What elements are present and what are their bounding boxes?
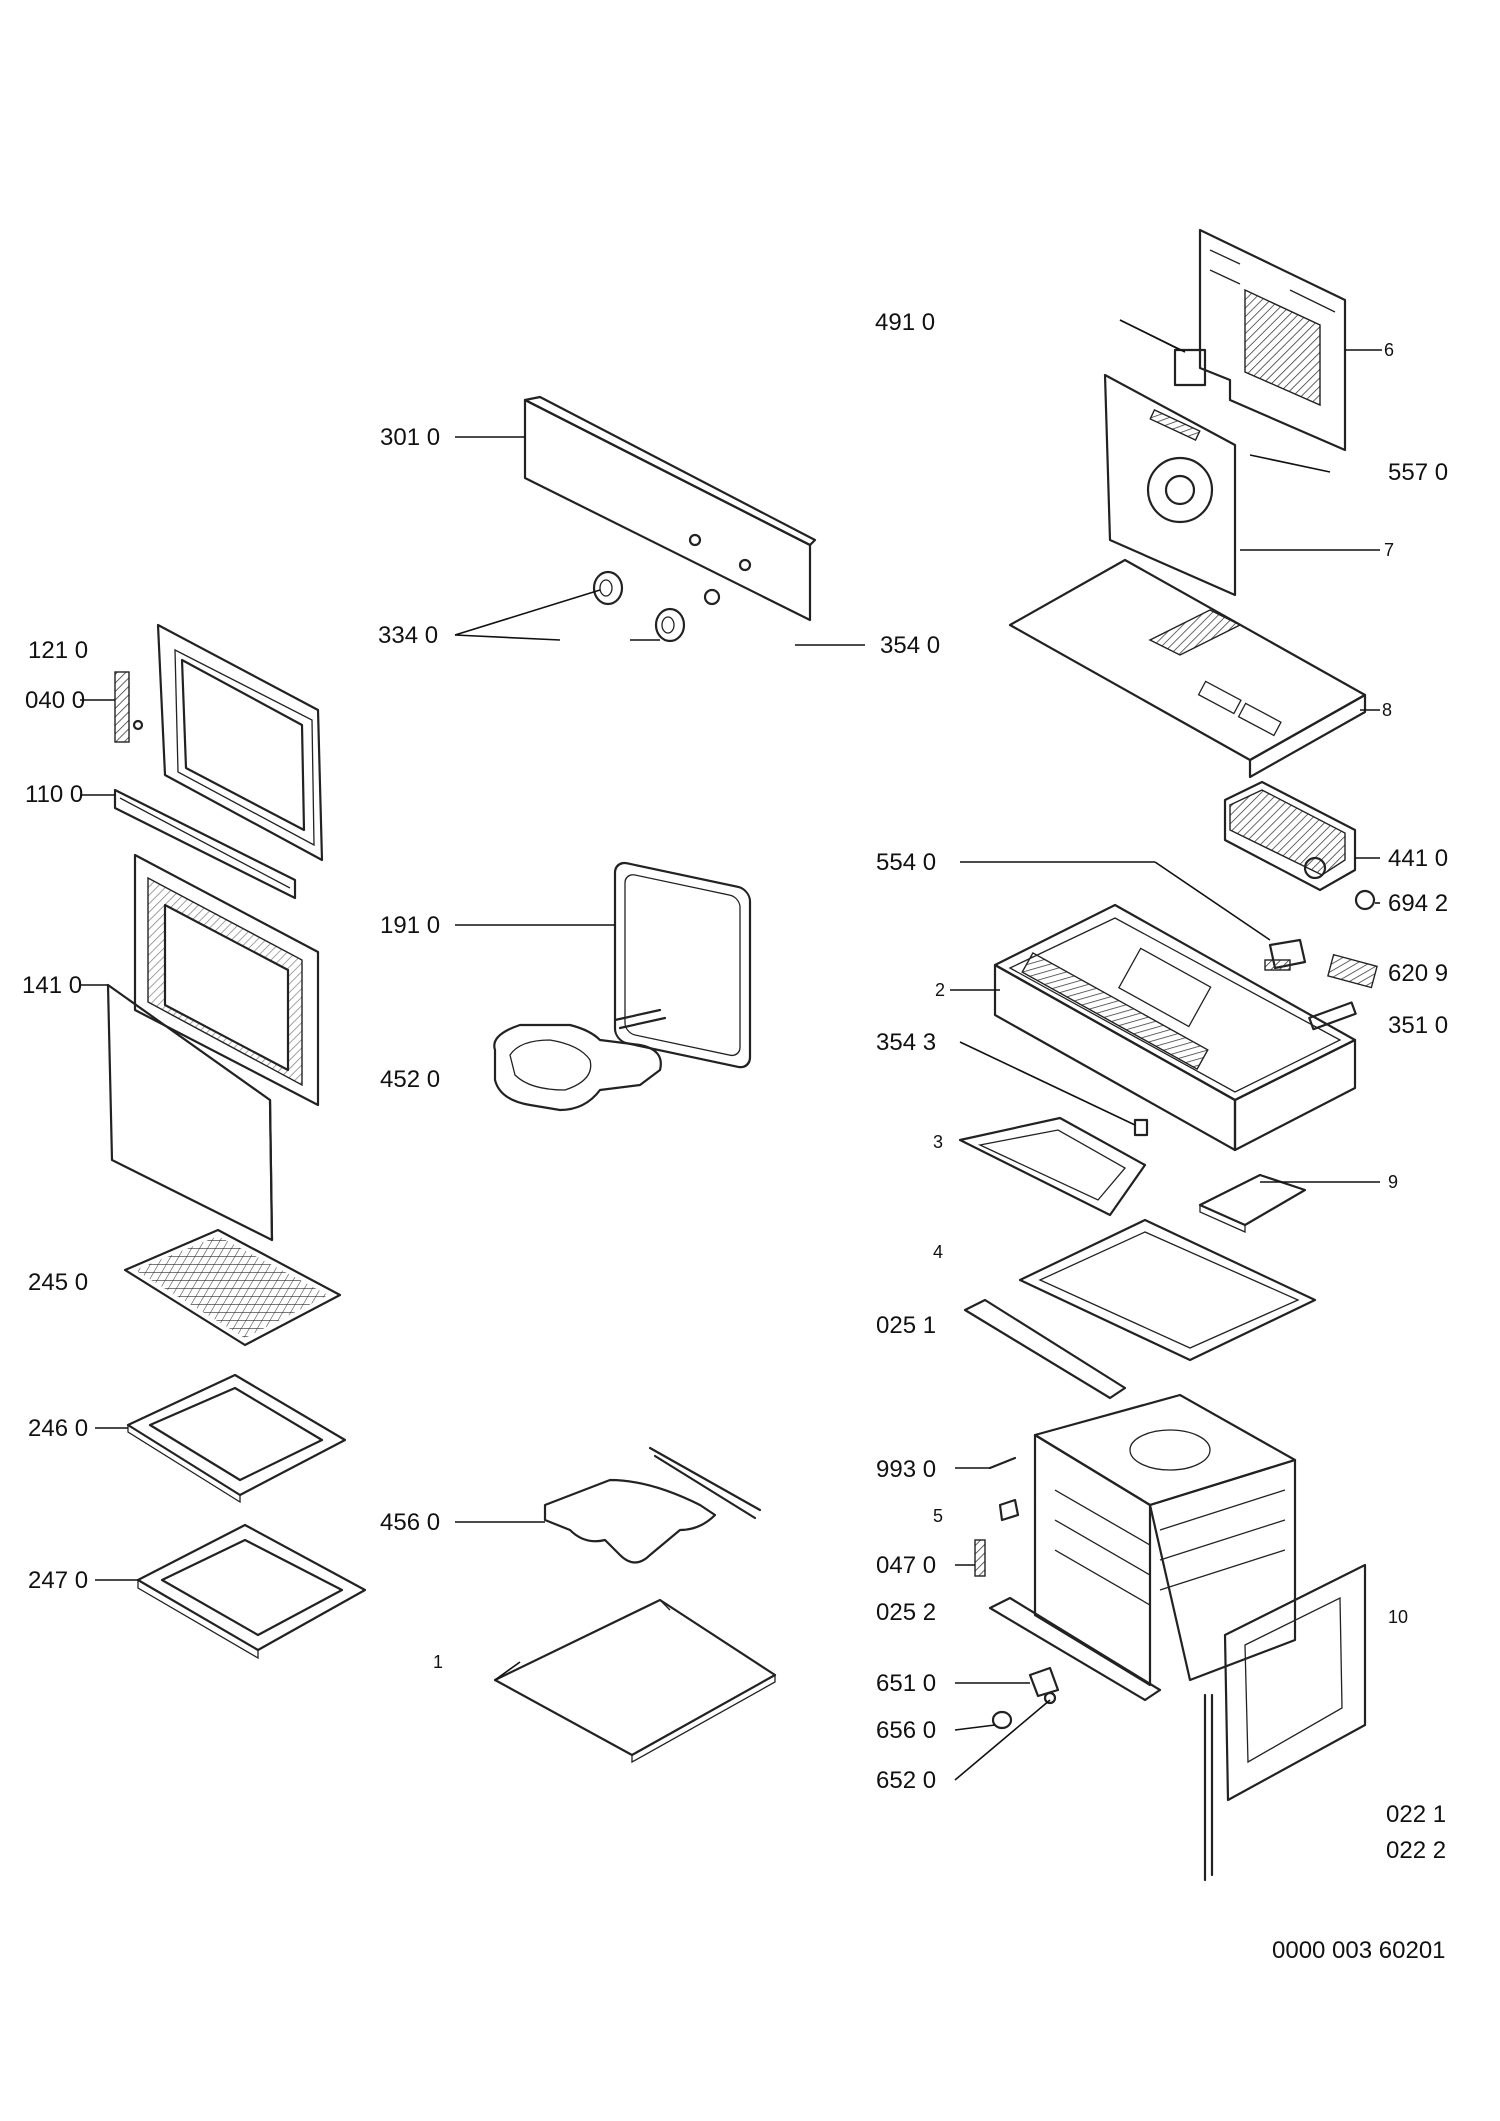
lower-heating-element (543, 1446, 762, 1564)
callout-047: 047 0 (876, 1552, 936, 1579)
door-catch (974, 1539, 986, 1577)
callout-456: 456 0 (380, 1509, 440, 1536)
cooling-fan (1223, 780, 1357, 892)
terminal-block (1327, 953, 1378, 989)
callout-245: 245 0 (28, 1269, 88, 1296)
control-box-screw (1133, 1118, 1149, 1137)
door-inner-frame (156, 623, 324, 862)
lower-runner-rail (988, 1596, 1162, 1702)
lamp-holder (1028, 1666, 1060, 1698)
roasting-pan (136, 1523, 367, 1660)
cavity-base-plate (493, 1598, 777, 1764)
callout-652: 652 0 (876, 1767, 936, 1794)
callout-354-top: 354 0 (880, 632, 940, 659)
callout-557: 557 0 (1388, 459, 1448, 486)
fan-motor-connector (1354, 889, 1376, 911)
callout-334: 334 0 (378, 622, 438, 649)
door-glass-panel (106, 853, 320, 1242)
callout-022-2: 022 2 (1386, 1837, 1446, 1864)
callout-025-2: 025 2 (876, 1599, 936, 1626)
leader-lines (80, 319, 1382, 1781)
callout-452: 452 0 (380, 1066, 440, 1093)
back-plate (1103, 319, 1237, 597)
fuse-holder (1308, 1001, 1357, 1031)
callout-9: 9 (1388, 1172, 1398, 1192)
upper-runner-rail (963, 1298, 1127, 1400)
document-number: 0000 003 60201 (1272, 1937, 1446, 1964)
callout-3: 3 (933, 1132, 943, 1152)
callout-246: 246 0 (28, 1415, 88, 1442)
control-box (993, 903, 1357, 1152)
lamp-bulb (1043, 1691, 1057, 1705)
callout-694: 694 2 (1388, 890, 1448, 917)
callout-7: 7 (1384, 540, 1394, 560)
callout-8: 8 (1382, 700, 1392, 720)
callout-labels: 491 0 6 557 0 7 8 301 0 334 0 354 0 121 … (22, 309, 1448, 1964)
callout-491: 491 0 (875, 309, 935, 336)
callout-6: 6 (1384, 340, 1394, 360)
knob-bezel (703, 588, 721, 606)
door-hinge (114, 671, 144, 743)
wire-rack (123, 1228, 342, 1347)
callout-247: 247 0 (28, 1567, 88, 1594)
callout-1: 1 (433, 1652, 443, 1672)
callout-651: 651 0 (876, 1670, 936, 1697)
callout-4: 4 (933, 1242, 943, 1262)
callout-620: 620 9 (1388, 960, 1448, 987)
control-knob-1 (592, 570, 624, 606)
callout-5: 5 (933, 1506, 943, 1526)
callout-554: 554 0 (876, 849, 936, 876)
side-door-panel (1203, 1563, 1367, 1882)
callout-441: 441 0 (1388, 845, 1448, 872)
left-side-bracket (958, 1116, 1147, 1217)
lamp-glass (991, 1710, 1013, 1730)
callout-110: 110 0 (25, 781, 83, 808)
grill-element (493, 1008, 667, 1112)
callout-2: 2 (935, 980, 945, 1000)
callout-354-lower: 354 3 (876, 1029, 936, 1056)
callout-025-1: 025 1 (876, 1312, 936, 1339)
callout-656: 656 0 (876, 1717, 936, 1744)
callout-022-1: 022 1 (1386, 1801, 1446, 1828)
door-switch (998, 1498, 1020, 1522)
baking-tray (126, 1373, 347, 1504)
callout-301: 301 0 (380, 424, 440, 451)
cable-cover (1198, 1173, 1307, 1234)
insulation-plate (1018, 1218, 1317, 1362)
top-cover (1008, 558, 1367, 779)
callout-10: 10 (1388, 1607, 1408, 1627)
rear-label-panel (1198, 228, 1347, 452)
door-gasket (613, 861, 752, 1069)
callout-121: 121 0 (28, 637, 88, 664)
oven-cavity (1033, 1393, 1297, 1687)
callout-191: 191 0 (380, 912, 440, 939)
callout-351: 351 0 (1388, 1012, 1448, 1039)
door-handle (113, 788, 297, 900)
callout-040: 040 0 (25, 687, 85, 714)
thermostat-clip (1264, 938, 1307, 971)
control-panel (523, 395, 817, 622)
fixing-screw (988, 1456, 1017, 1470)
control-knob-2 (654, 607, 686, 643)
callout-993: 993 0 (876, 1456, 936, 1483)
callout-141: 141 0 (22, 972, 82, 999)
